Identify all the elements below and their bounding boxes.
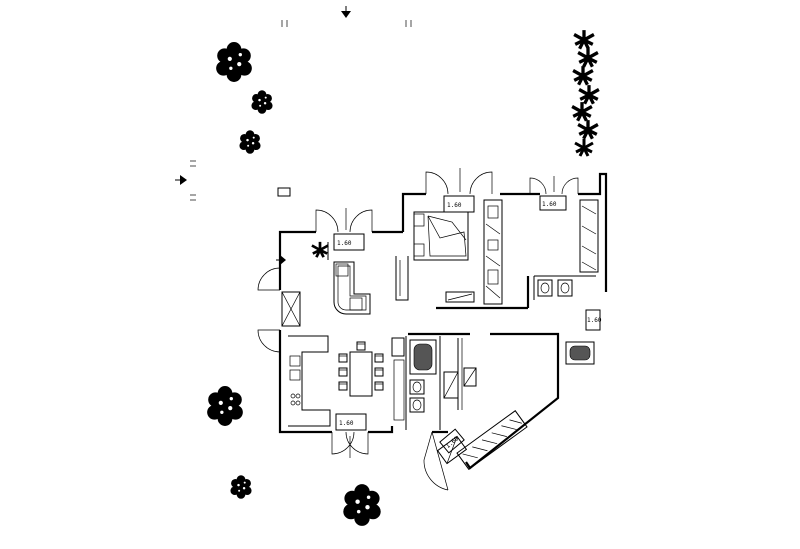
bed-icon [413,211,469,261]
window-tag: 1.60 [335,413,367,431]
tree-icon [343,484,381,526]
wardrobe-icon [579,199,599,273]
desk-icon [445,291,475,303]
window-tag-label: 1.60 [447,202,462,209]
shower-icon [443,371,459,399]
window-tag: 1.60 [539,195,567,211]
window-tag-label: 1.60 [587,317,602,324]
wardrobe-icon [483,199,503,305]
window-tag: 1.60 [585,309,602,331]
bathtub-icon [565,341,595,365]
tree-icon [251,90,273,114]
bathroom-fixtures-icon [537,279,573,297]
diagonal-fixture-icon [436,435,468,465]
tree-icon [216,42,252,82]
sofa-icon [333,261,371,315]
window-tag: 1.60 [333,233,365,251]
kitchen-counter-icon [288,335,331,427]
tree-icon [230,475,252,499]
section-arrow-icon [175,175,187,185]
sink-icon [463,367,477,387]
sink-icon [409,397,425,413]
exterior-walls [278,172,608,470]
door-swing-bottom-living [331,431,369,458]
bathtub-icon [409,339,437,375]
dining-table-icon [338,341,384,397]
door-swing-top-bedroom [425,168,493,195]
window-tag: 1.60 [443,195,475,213]
window-tag-label: 1.60 [337,240,352,247]
toilet-icon [409,379,425,395]
door-swing-bottom-diagonal [423,431,449,491]
kitchen-column-icon [391,337,405,421]
shrub-row-icon [570,28,601,158]
plant-icon [310,240,330,259]
tree-icon [239,130,261,154]
door-swing-top-right [529,176,579,195]
axis-tick-mark [190,20,412,201]
door-swing-top-living [315,208,373,233]
window-tag-label: 1.60 [339,420,354,427]
diagonal-storage-icon [456,410,528,470]
door-swing-left-living [257,267,301,353]
window-tag-label: 1.60 [542,201,557,208]
tree-icon [207,386,243,426]
north-arrow-icon [341,6,351,18]
